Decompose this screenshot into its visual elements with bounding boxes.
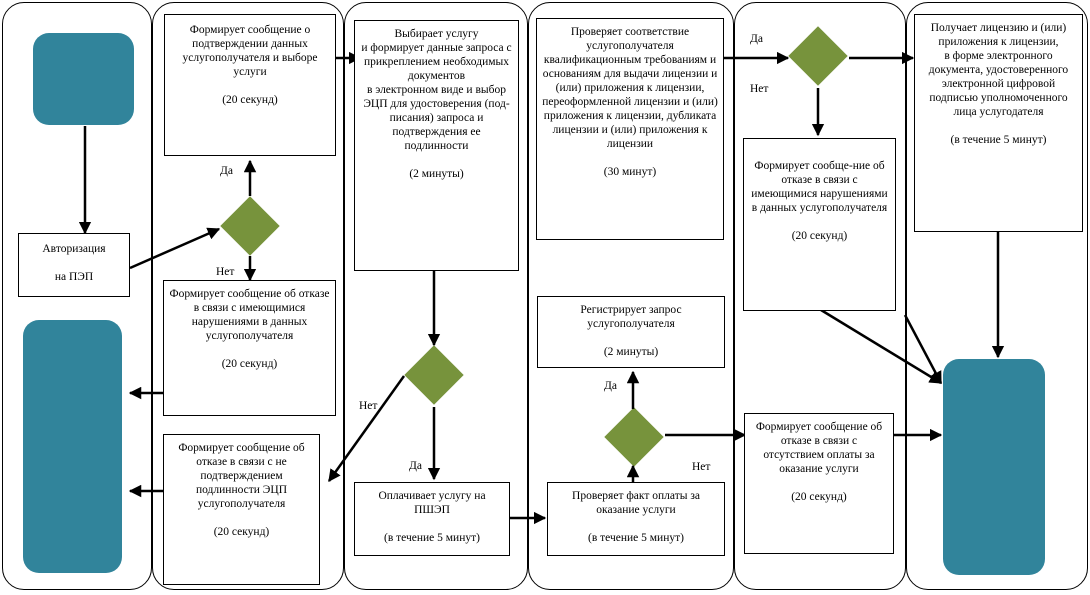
swimlane-5 bbox=[734, 2, 906, 590]
label-yes-4: Да bbox=[750, 33, 763, 45]
refusal-eds-box: Формирует сообщение об отказе в связи с … bbox=[163, 434, 320, 585]
register-text: Регистрирует запрос услугополучателя (2 … bbox=[580, 304, 682, 358]
label-yes-3: Да bbox=[604, 380, 617, 392]
label-no-3: Нет bbox=[692, 461, 711, 473]
swimlane-6 bbox=[906, 2, 1088, 590]
swimlane-2 bbox=[152, 2, 344, 590]
receive-license-box: Получает лицензию и (или) приложения к л… bbox=[914, 14, 1083, 232]
check-conformity-box: Проверяет соответствие услугополучателя … bbox=[536, 18, 724, 240]
confirm-message-text: Формирует сообщение о подтверждении данн… bbox=[182, 24, 318, 106]
arrow-decision-2-no bbox=[327, 375, 406, 483]
start-terminal bbox=[33, 33, 134, 125]
label-yes-1: Да bbox=[220, 165, 233, 177]
arrow-refusal-violations-right-to-end bbox=[820, 308, 943, 385]
end-terminal-left bbox=[23, 320, 122, 573]
refusal-payment-box: Формирует сообщение об отказе в связи с … bbox=[744, 413, 894, 554]
pay-text: Оплачивает услугу на ПШЭП (в течение 5 м… bbox=[378, 490, 486, 544]
label-no-4: Нет bbox=[750, 83, 769, 95]
auth-text: Авторизация на ПЭП bbox=[42, 243, 106, 283]
refusal-violations-left-box: Формирует сообщение об отказе в связи с … bbox=[163, 280, 336, 416]
register-box: Регистрирует запрос услугополучателя (2 … bbox=[537, 296, 725, 368]
refusal-violations-right-text: Формирует сообще-ние об отказе в связи с… bbox=[751, 160, 888, 242]
auth-box: Авторизация на ПЭП bbox=[18, 233, 130, 297]
arrow-auth-to-decision-1 bbox=[129, 227, 221, 270]
swimlane-1 bbox=[2, 2, 152, 590]
refusal-eds-text: Формирует сообщение об отказе в связи с … bbox=[178, 442, 305, 538]
check-payment-box: Проверяет факт оплаты за оказание услуги… bbox=[547, 482, 725, 556]
swimlane-4 bbox=[528, 2, 734, 590]
receive-license-text: Получает лицензию и (или) приложения к л… bbox=[928, 22, 1069, 146]
check-payment-text: Проверяет факт оплаты за оказание услуги… bbox=[572, 490, 700, 544]
label-no-1: Нет bbox=[216, 266, 235, 278]
swimlane-3 bbox=[344, 2, 528, 590]
pay-box: Оплачивает услугу на ПШЭП (в течение 5 м… bbox=[354, 482, 510, 556]
label-no-2: Нет bbox=[359, 400, 378, 412]
refusal-violations-right-box: Формирует сообще-ние об отказе в связи с… bbox=[743, 138, 896, 311]
select-service-text: Выбирает услугу и формирует данные запро… bbox=[361, 28, 512, 180]
refusal-payment-text: Формирует сообщение об отказе в связи с … bbox=[755, 421, 883, 503]
confirm-message-box: Формирует сообщение о подтверждении данн… bbox=[164, 14, 336, 156]
check-conformity-text: Проверяет соответствие услугополучателя … bbox=[542, 26, 718, 178]
arrow-lane5-to-end bbox=[903, 314, 943, 385]
end-terminal-right bbox=[943, 359, 1045, 575]
label-yes-2: Да bbox=[409, 460, 422, 472]
refusal-violations-left-text: Формирует сообщение об отказе в связи с … bbox=[169, 288, 330, 370]
select-service-box: Выбирает услугу и формирует данные запро… bbox=[354, 20, 519, 271]
